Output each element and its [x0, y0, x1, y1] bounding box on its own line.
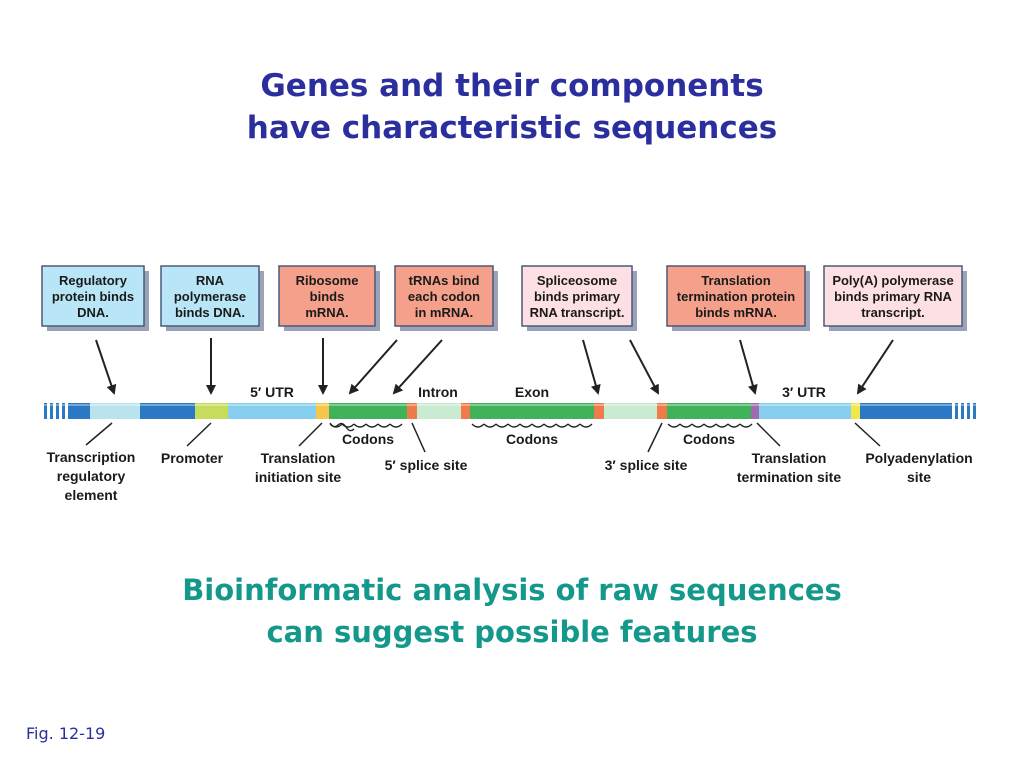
binding-arrows — [95, 338, 894, 395]
box-line: tRNAs bind — [409, 273, 480, 288]
box-line: binds DNA. — [175, 305, 245, 320]
box-line: Poly(A) polymerase — [832, 273, 953, 288]
leader-lines — [85, 422, 881, 453]
segment-upstream — [140, 403, 195, 419]
box-line: binds primary RNA — [834, 289, 952, 304]
svg-text:Translation: Translation — [752, 450, 827, 466]
figure-label: Fig. 12-19 — [26, 724, 106, 743]
box-line: binds mRNA. — [695, 305, 777, 320]
callout-box-rna-polymerase: RNA polymerase binds DNA. — [160, 265, 264, 331]
svg-text:termination site: termination site — [737, 469, 841, 485]
svg-text:initiation site: initiation site — [255, 469, 342, 485]
segment-polya-site — [851, 403, 860, 419]
label-polyadenylation-site: Polyadenylation site — [865, 450, 972, 485]
segment-promoter — [195, 403, 228, 419]
box-line: termination protein — [677, 289, 796, 304]
segment-exon-1 — [329, 403, 407, 419]
label-translation-termination: Translation termination site — [737, 450, 841, 485]
dna-end-left — [44, 403, 90, 419]
region-label-5utr: 5′ UTR — [250, 384, 294, 400]
codons-label-1: Codons — [342, 431, 394, 447]
page-title-line-2: have characteristic sequences — [246, 110, 778, 146]
label-5-splice-site: 5′ splice site — [385, 457, 468, 473]
region-label-3utr: 3′ UTR — [782, 384, 826, 400]
arrow-polya — [856, 339, 894, 395]
svg-text:element: element — [65, 487, 118, 503]
segment-stop-codon — [751, 403, 759, 419]
box-line: binds primary — [534, 289, 621, 304]
svg-text:Polyadenylation: Polyadenylation — [865, 450, 972, 466]
box-line: protein binds — [52, 289, 134, 304]
segment-downstream — [860, 403, 952, 419]
label-3-splice-site: 3′ splice site — [605, 457, 688, 473]
arrow-translation-term — [739, 339, 758, 395]
box-line: Translation — [701, 273, 770, 288]
callout-box-ribosome: Ribosome binds mRNA. — [278, 265, 380, 331]
segment-5-splice-2 — [594, 403, 604, 419]
segment-3utr — [759, 403, 851, 419]
box-line: Spliceosome — [537, 273, 617, 288]
segment-5-splice — [407, 403, 417, 419]
gene-sequence-bar — [44, 403, 976, 419]
segment-intron-2 — [604, 403, 657, 419]
segment-transcription-element — [90, 403, 140, 419]
callout-box-regulatory: Regulatory protein binds DNA. — [41, 265, 149, 331]
segment-exon-2 — [470, 403, 594, 419]
svg-text:Translation: Translation — [261, 450, 336, 466]
box-line: each codon — [408, 289, 480, 304]
segment-start-codon — [316, 403, 329, 419]
box-line: binds — [310, 289, 345, 304]
label-promoter: Promoter — [161, 450, 224, 466]
box-line: mRNA. — [305, 305, 348, 320]
box-line: Ribosome — [296, 273, 359, 288]
segment-3-splice-1 — [461, 403, 470, 419]
box-line: RNA transcript. — [530, 305, 625, 320]
arrow-spliceosome-2 — [629, 339, 659, 395]
arrow-regulatory — [95, 339, 117, 395]
callout-box-translation-termination: Translation termination protein binds mR… — [666, 265, 810, 331]
gene-components-diagram: Regulatory protein binds DNA. RNA polyme… — [41, 265, 976, 503]
box-line: transcript. — [861, 305, 925, 320]
arrow-trna-1 — [348, 339, 398, 395]
box-line: in mRNA. — [415, 305, 474, 320]
codons-label-2: Codons — [506, 431, 558, 447]
box-line: RNA — [196, 273, 225, 288]
arrow-trna-2 — [392, 339, 443, 395]
box-line: Regulatory — [59, 273, 128, 288]
arrow-spliceosome-1 — [582, 339, 601, 395]
callout-box-polya-polymerase: Poly(A) polymerase binds primary RNA tra… — [823, 265, 967, 331]
dna-end-right — [955, 403, 976, 419]
label-translation-initiation: Translation initiation site — [255, 450, 342, 485]
region-label-intron: Intron — [418, 384, 458, 400]
subtitle-line-2: can suggest possible features — [266, 615, 758, 649]
svg-text:site: site — [907, 469, 931, 485]
page-title-line-1: Genes and their components — [260, 68, 764, 104]
box-line: DNA. — [77, 305, 109, 320]
segment-exon-3 — [667, 403, 751, 419]
callout-box-trnas: tRNAs bind each codon in mRNA. — [394, 265, 498, 331]
codons-label-3: Codons — [683, 431, 735, 447]
segment-3-splice-2 — [657, 403, 667, 419]
segment-intron-1 — [417, 403, 461, 419]
label-transcription-element: Transcription regulatory element — [47, 449, 136, 503]
region-label-exon: Exon — [515, 384, 549, 400]
svg-text:regulatory: regulatory — [57, 468, 126, 484]
codon-braces — [329, 422, 753, 432]
segment-5utr — [228, 403, 316, 419]
box-line: polymerase — [174, 289, 246, 304]
callout-box-spliceosome: Spliceosome binds primary RNA transcript… — [521, 265, 637, 331]
subtitle-line-1: Bioinformatic analysis of raw sequences — [182, 573, 842, 607]
svg-text:Transcription: Transcription — [47, 449, 136, 465]
